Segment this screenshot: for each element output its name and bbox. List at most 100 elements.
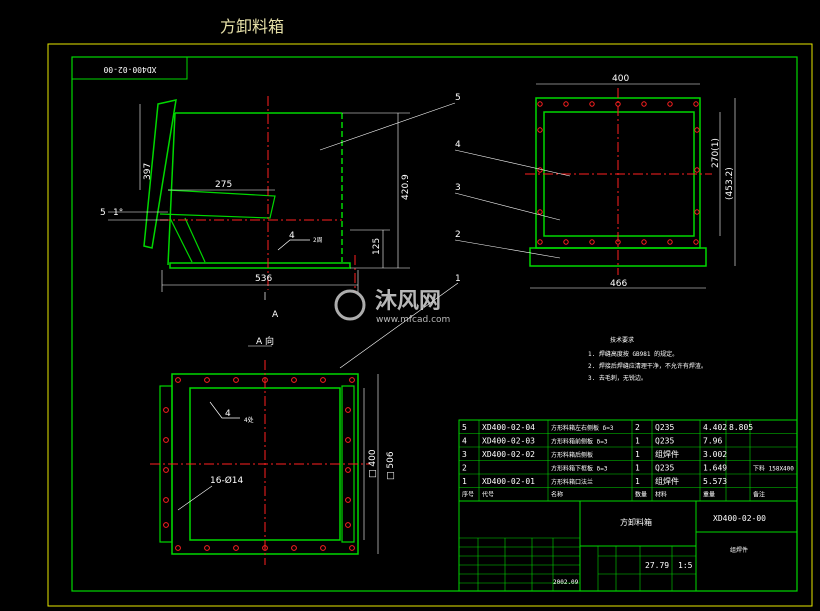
weld-size-side: 4 (289, 231, 295, 241)
bom-cell-mat: Q235 (655, 437, 674, 446)
dim-125: 125 (372, 238, 382, 255)
side-view: 275 397 420.9 125 536 5 1° 4 2周 A (100, 96, 411, 320)
leader-3: 3 (455, 183, 461, 193)
dim-front-270: 270(1) (711, 138, 721, 168)
bom-header-no: 序号 (462, 491, 474, 499)
view-arrow-a: A (272, 310, 279, 320)
dim-front-466: 466 (610, 279, 627, 289)
bolt-hole (349, 377, 355, 383)
leader-2: 2 (455, 230, 461, 240)
bolt-hole (694, 167, 700, 173)
bom-cell-code: XD400-02-02 (482, 450, 535, 459)
rotated-drawing-code: XD400-02-00 (103, 65, 156, 74)
bolt-hole (345, 437, 351, 443)
bolt-hole (537, 127, 543, 133)
dim-536: 536 (255, 274, 272, 284)
watermark-url: www.mfcad.com (376, 315, 450, 325)
bolt-hole (204, 545, 210, 551)
bolt-hole (667, 101, 673, 107)
bom-cell-code: XD400-02-01 (482, 477, 535, 486)
bottom-flange-holes (163, 377, 355, 551)
bolt-hole (233, 377, 239, 383)
bolt-hole (163, 407, 169, 413)
title-org: 组焊件 (730, 546, 748, 554)
bom-header-note: 备注 (753, 491, 765, 499)
bolt-hole (349, 545, 355, 551)
bolt-hole (345, 522, 351, 528)
bom-cell-w1: 1.649 (703, 464, 727, 473)
bom-cell-qty: 1 (635, 464, 640, 473)
bom-cell-qty: 2 (635, 423, 640, 432)
bolt-hole (694, 127, 700, 133)
bolt-hole (537, 209, 543, 215)
bolt-hole (693, 101, 699, 107)
bolt-hole (693, 239, 699, 245)
technical-notes: 技术要求 1. 焊缝高度按 GB981 的规定。 2. 焊接后焊缝应清理干净，不… (588, 336, 707, 382)
weld-size-bottom: 4 (225, 409, 231, 419)
bolt-hole (345, 497, 351, 503)
code-box (71, 56, 188, 80)
bom-cell-note: 下料 158X400 (753, 465, 794, 473)
watermark-brand: 沐风网 (375, 289, 441, 314)
bom-cell-no: 1 (462, 477, 467, 486)
bottom-view: A 向 □ 400 □ 506 16-Ø14 4 4处 (150, 335, 396, 565)
bom-cell-code: XD400-02-03 (482, 437, 535, 446)
bolt-hole (694, 209, 700, 215)
dim-bottom-506: □ 506 (386, 451, 396, 480)
bom-cell-no: 2 (462, 464, 467, 473)
dim-holes: 16-Ø14 (210, 475, 244, 486)
bom-cell-mat: 组焊件 (655, 449, 679, 459)
bom-cell-name: 方形料箱下框板 δ=3 (551, 465, 608, 473)
bom-cell-w2: 8.805 (729, 423, 753, 432)
bom-cell-name: 方形料箱左右侧板 δ=3 (551, 424, 614, 432)
bolt-hole (163, 467, 169, 473)
bom-cell-mat: 组焊件 (655, 476, 679, 486)
bolt-hole (175, 545, 181, 551)
dim-397: 397 (143, 163, 153, 180)
bolt-hole (291, 377, 297, 383)
dim-bottom-400: □ 400 (368, 449, 378, 478)
dim-275: 275 (215, 180, 232, 190)
bolt-hole (163, 497, 169, 503)
bom-cell-qty: 1 (635, 477, 640, 486)
bom-cell-mat: Q235 (655, 464, 674, 473)
bolt-hole (641, 101, 647, 107)
bolt-hole (175, 377, 181, 383)
tech-note-2: 2. 焊接后焊缝应清理干净，不允许有焊渣。 (588, 362, 707, 370)
weld-note-bottom: 4处 (244, 416, 254, 424)
bom-cell-w1: 4.402 (703, 423, 727, 432)
bom-cell-name: 方形料箱后侧板 (551, 451, 593, 459)
bolt-hole (163, 437, 169, 443)
bom-cell-qty: 1 (635, 450, 640, 459)
tech-note-1: 1. 焊缝高度按 GB981 的规定。 (588, 350, 678, 358)
bolt-hole (345, 407, 351, 413)
dim-front-400: 400 (612, 74, 629, 84)
tech-heading: 技术要求 (610, 336, 634, 344)
bolt-hole (345, 467, 351, 473)
bolt-hole (537, 167, 543, 173)
part-leaders: 5 4 3 2 1 (319, 93, 571, 369)
bolt-hole (589, 239, 595, 245)
bolt-hole (667, 239, 673, 245)
bom-header-qty: 数量 (635, 491, 647, 499)
side-front-plate (143, 99, 177, 249)
bolt-hole (320, 377, 326, 383)
bom-cell-no: 5 (462, 423, 467, 432)
title-block: 方卸料箱 XD400-02-00 27.79 1:5 组焊件 2002.09 (458, 500, 798, 592)
bolt-hole (563, 101, 569, 107)
title-drawing-no: XD400-02-00 (713, 514, 766, 523)
title-date: 2002.09 (553, 579, 579, 586)
bom-header-name: 名称 (551, 491, 563, 499)
leader-4: 4 (455, 140, 461, 150)
bolt-hole (320, 545, 326, 551)
inner-border (71, 56, 798, 592)
bolt-hole (537, 101, 543, 107)
dim-420-9: 420.9 (401, 174, 411, 200)
bom-header-mat: 材料 (655, 491, 667, 499)
bom-header-weight: 重量 (703, 491, 715, 499)
bom-cell-no: 3 (462, 450, 467, 459)
bom-cell-w1: 3.002 (703, 450, 727, 459)
watermark: 沐风网 www.mfcad.com (334, 289, 450, 325)
